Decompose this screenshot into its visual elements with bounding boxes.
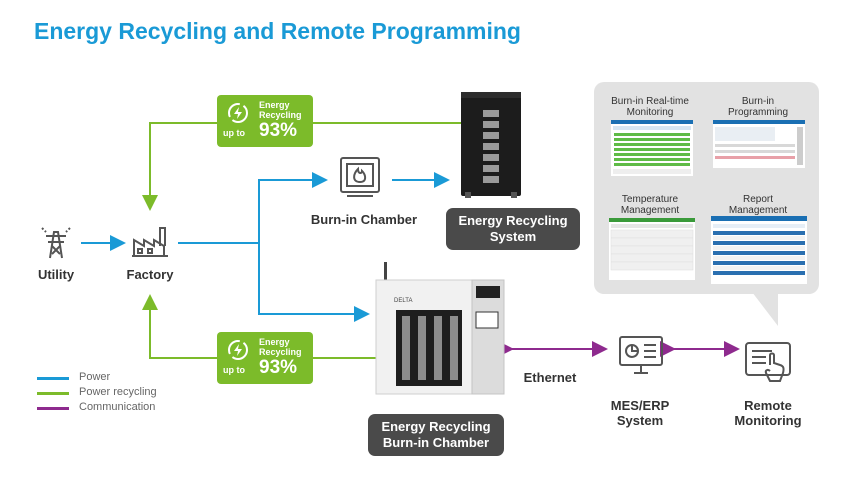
energy-recycling-burnin-label: Energy Recycling Burn-in Chamber <box>368 414 504 456</box>
cabinet-brand: DELTA <box>394 298 412 304</box>
legend-swatch <box>37 377 69 380</box>
realtime-monitoring-screenshot <box>611 120 693 176</box>
legend-label: Power <box>79 371 111 383</box>
power-line-factory-split <box>178 172 328 244</box>
badge-upto: up to <box>223 365 245 375</box>
remote-monitoring-icon <box>745 342 791 382</box>
burnin-chamber-icon <box>340 157 380 197</box>
recycle-bolt-icon <box>228 103 248 123</box>
burnin-programming-screenshot <box>713 120 805 168</box>
badge-percent: 93% <box>259 120 298 141</box>
page-title: Energy Recycling and Remote Programming <box>34 18 521 44</box>
temperature-management-screenshot <box>609 218 695 280</box>
energy-recycling-cabinet <box>461 92 521 198</box>
energy-recycling-burnin-machine: DELTA <box>375 262 505 395</box>
recycle-bolt-icon <box>228 340 248 360</box>
factory-label: Factory <box>126 267 174 282</box>
factory-icon <box>132 227 168 257</box>
badge-percent: 93% <box>259 357 298 378</box>
badge-upto: up to <box>223 128 245 138</box>
burnin-chamber-label: Burn-in Chamber <box>310 212 418 227</box>
recycle-line-top <box>142 122 461 211</box>
legend-swatch <box>37 392 69 395</box>
remote-monitoring-label: Remote Monitoring <box>734 398 802 428</box>
mes-erp-label: MES/ERP System <box>610 398 670 428</box>
panel-pointer <box>752 292 778 326</box>
ethernet-label: Ethernet <box>523 370 577 385</box>
power-line-to-er-chamber <box>258 243 370 322</box>
screen-label-report: Report Management <box>728 194 788 216</box>
utility-label: Utility <box>37 267 75 282</box>
screen-label-programming: Burn-in Programming <box>727 96 789 118</box>
report-management-screenshot <box>711 216 807 284</box>
legend-label: Power recycling <box>79 386 157 398</box>
legend-label: Communication <box>79 401 156 413</box>
utility-tower-icon <box>41 227 71 259</box>
mes-erp-monitor-icon <box>619 336 663 374</box>
energy-recycling-system-label: Energy Recycling System <box>446 208 580 250</box>
screen-label-realtime: Burn-in Real-time Monitoring <box>611 96 689 118</box>
legend-swatch <box>37 407 69 410</box>
screen-label-temperature: Temperature Management <box>620 194 680 216</box>
